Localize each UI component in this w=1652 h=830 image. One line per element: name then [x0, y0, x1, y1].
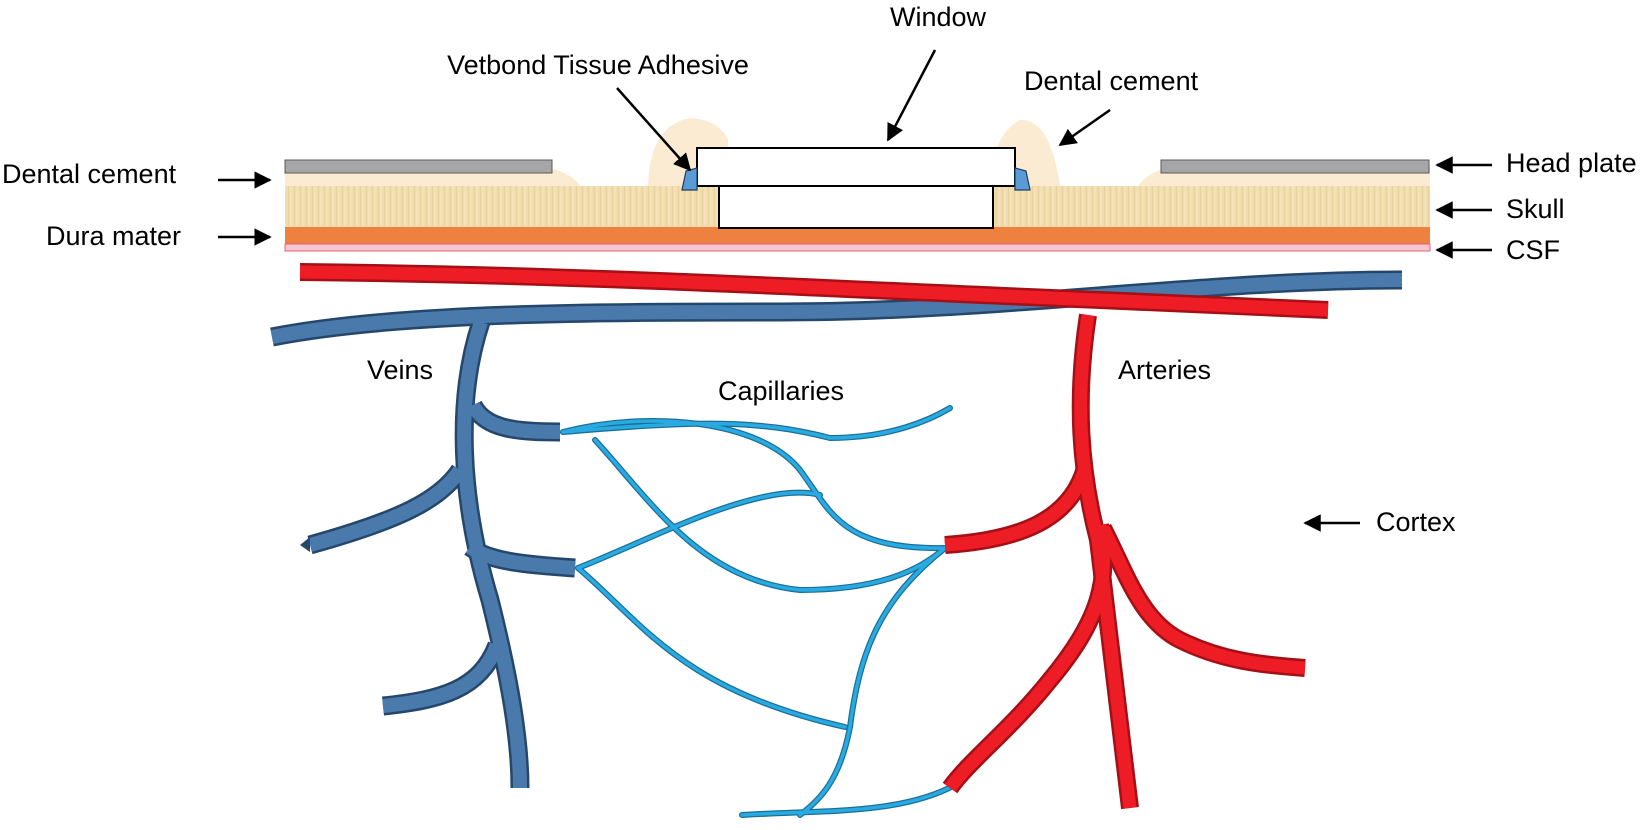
vetbond-adhesive-left [681, 167, 698, 191]
label-dental-cement-top: Dental cement [1024, 66, 1199, 96]
window-upper-glass [696, 147, 1016, 187]
csf-layer [284, 243, 1431, 252]
label-dura-mater: Dura mater [46, 221, 181, 251]
label-cortex: Cortex [1376, 507, 1456, 537]
label-head-plate: Head plate [1506, 148, 1637, 178]
arteries [299, 263, 1329, 810]
capillaries [560, 405, 958, 818]
label-window: Window [890, 2, 987, 32]
arrow-window [886, 49, 937, 142]
head-plate-left [284, 159, 553, 174]
skull-right [993, 186, 1430, 227]
arrows [218, 49, 1492, 532]
vetbond-adhesive-right [1014, 167, 1031, 191]
window-lower-glass [718, 185, 994, 229]
label-capillaries: Capillaries [718, 376, 844, 406]
arrow-dental-cement-top [1058, 108, 1111, 147]
dura-mater [285, 227, 1430, 244]
arrow-vetbond [616, 87, 692, 172]
head-plate-right [1160, 159, 1430, 174]
label-csf: CSF [1506, 235, 1560, 265]
label-arteries: Arteries [1118, 355, 1211, 385]
skull-left [285, 186, 719, 227]
label-skull: Skull [1506, 194, 1565, 224]
label-dental-cement-left: Dental cement [2, 159, 177, 189]
label-veins: Veins [367, 355, 433, 385]
label-vetbond-tissue-adhesive: Vetbond Tissue Adhesive [447, 50, 749, 80]
veins [270, 270, 1403, 789]
